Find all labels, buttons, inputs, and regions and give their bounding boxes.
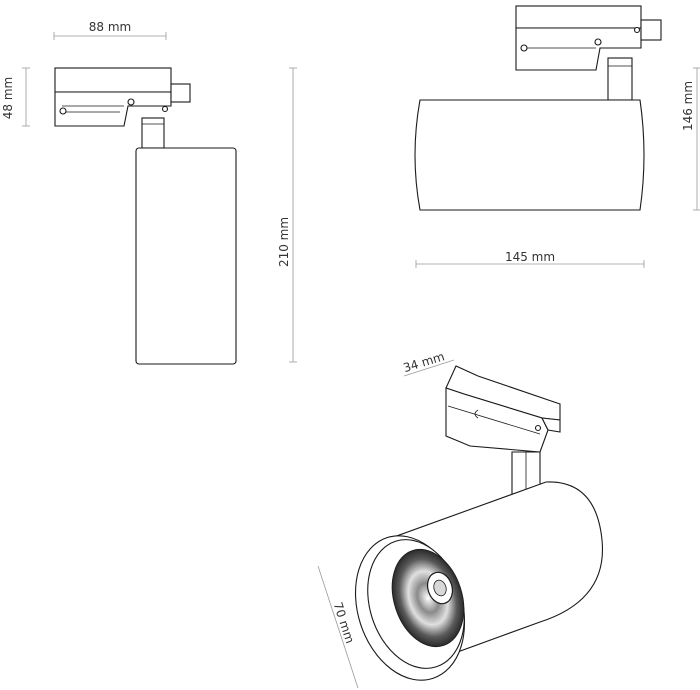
iso-reflector [391,548,465,648]
front-screw-left [59,107,67,115]
iso-adapter-width-label: 34 mm [401,349,446,375]
side-adapter-clip [640,19,662,41]
front-screw-right [127,98,135,106]
side-height-label: 146 mm [681,81,695,131]
iso-diameter-dim-line [317,565,359,689]
side-screw-right [594,38,602,46]
side-adapter-top-block [515,5,642,29]
side-screw-small [633,26,641,34]
front-total-height-label: 210 mm [277,217,291,267]
side-screw-left [520,44,528,52]
front-stem [141,117,165,149]
iso-lens-inner [433,579,447,597]
side-cylinder-body [414,99,645,211]
iso-diameter-label: 70 mm [331,600,357,645]
front-view: 88 mm 48 mm 210 mm [1,20,297,365]
iso-adapter-front [445,387,549,453]
iso-screw [534,424,542,432]
iso-adapter-dim-line [403,359,455,377]
front-adapter-top-block [54,67,172,93]
side-stem [607,57,633,101]
iso-adapter-clip [541,417,561,433]
iso-adapter-hook [474,409,479,419]
front-adapter-clip [170,83,191,103]
front-width-label: 88 mm [89,20,131,34]
side-length-label: 145 mm [505,250,555,264]
iso-adapter-groove [447,405,541,435]
front-cylinder-body [135,147,237,365]
isometric-view: 34 mm 70 mm [317,349,604,689]
side-view: 146 mm 145 mm [414,5,700,268]
front-screw-small [161,105,169,113]
front-adapter-height-label: 48 mm [1,77,15,119]
